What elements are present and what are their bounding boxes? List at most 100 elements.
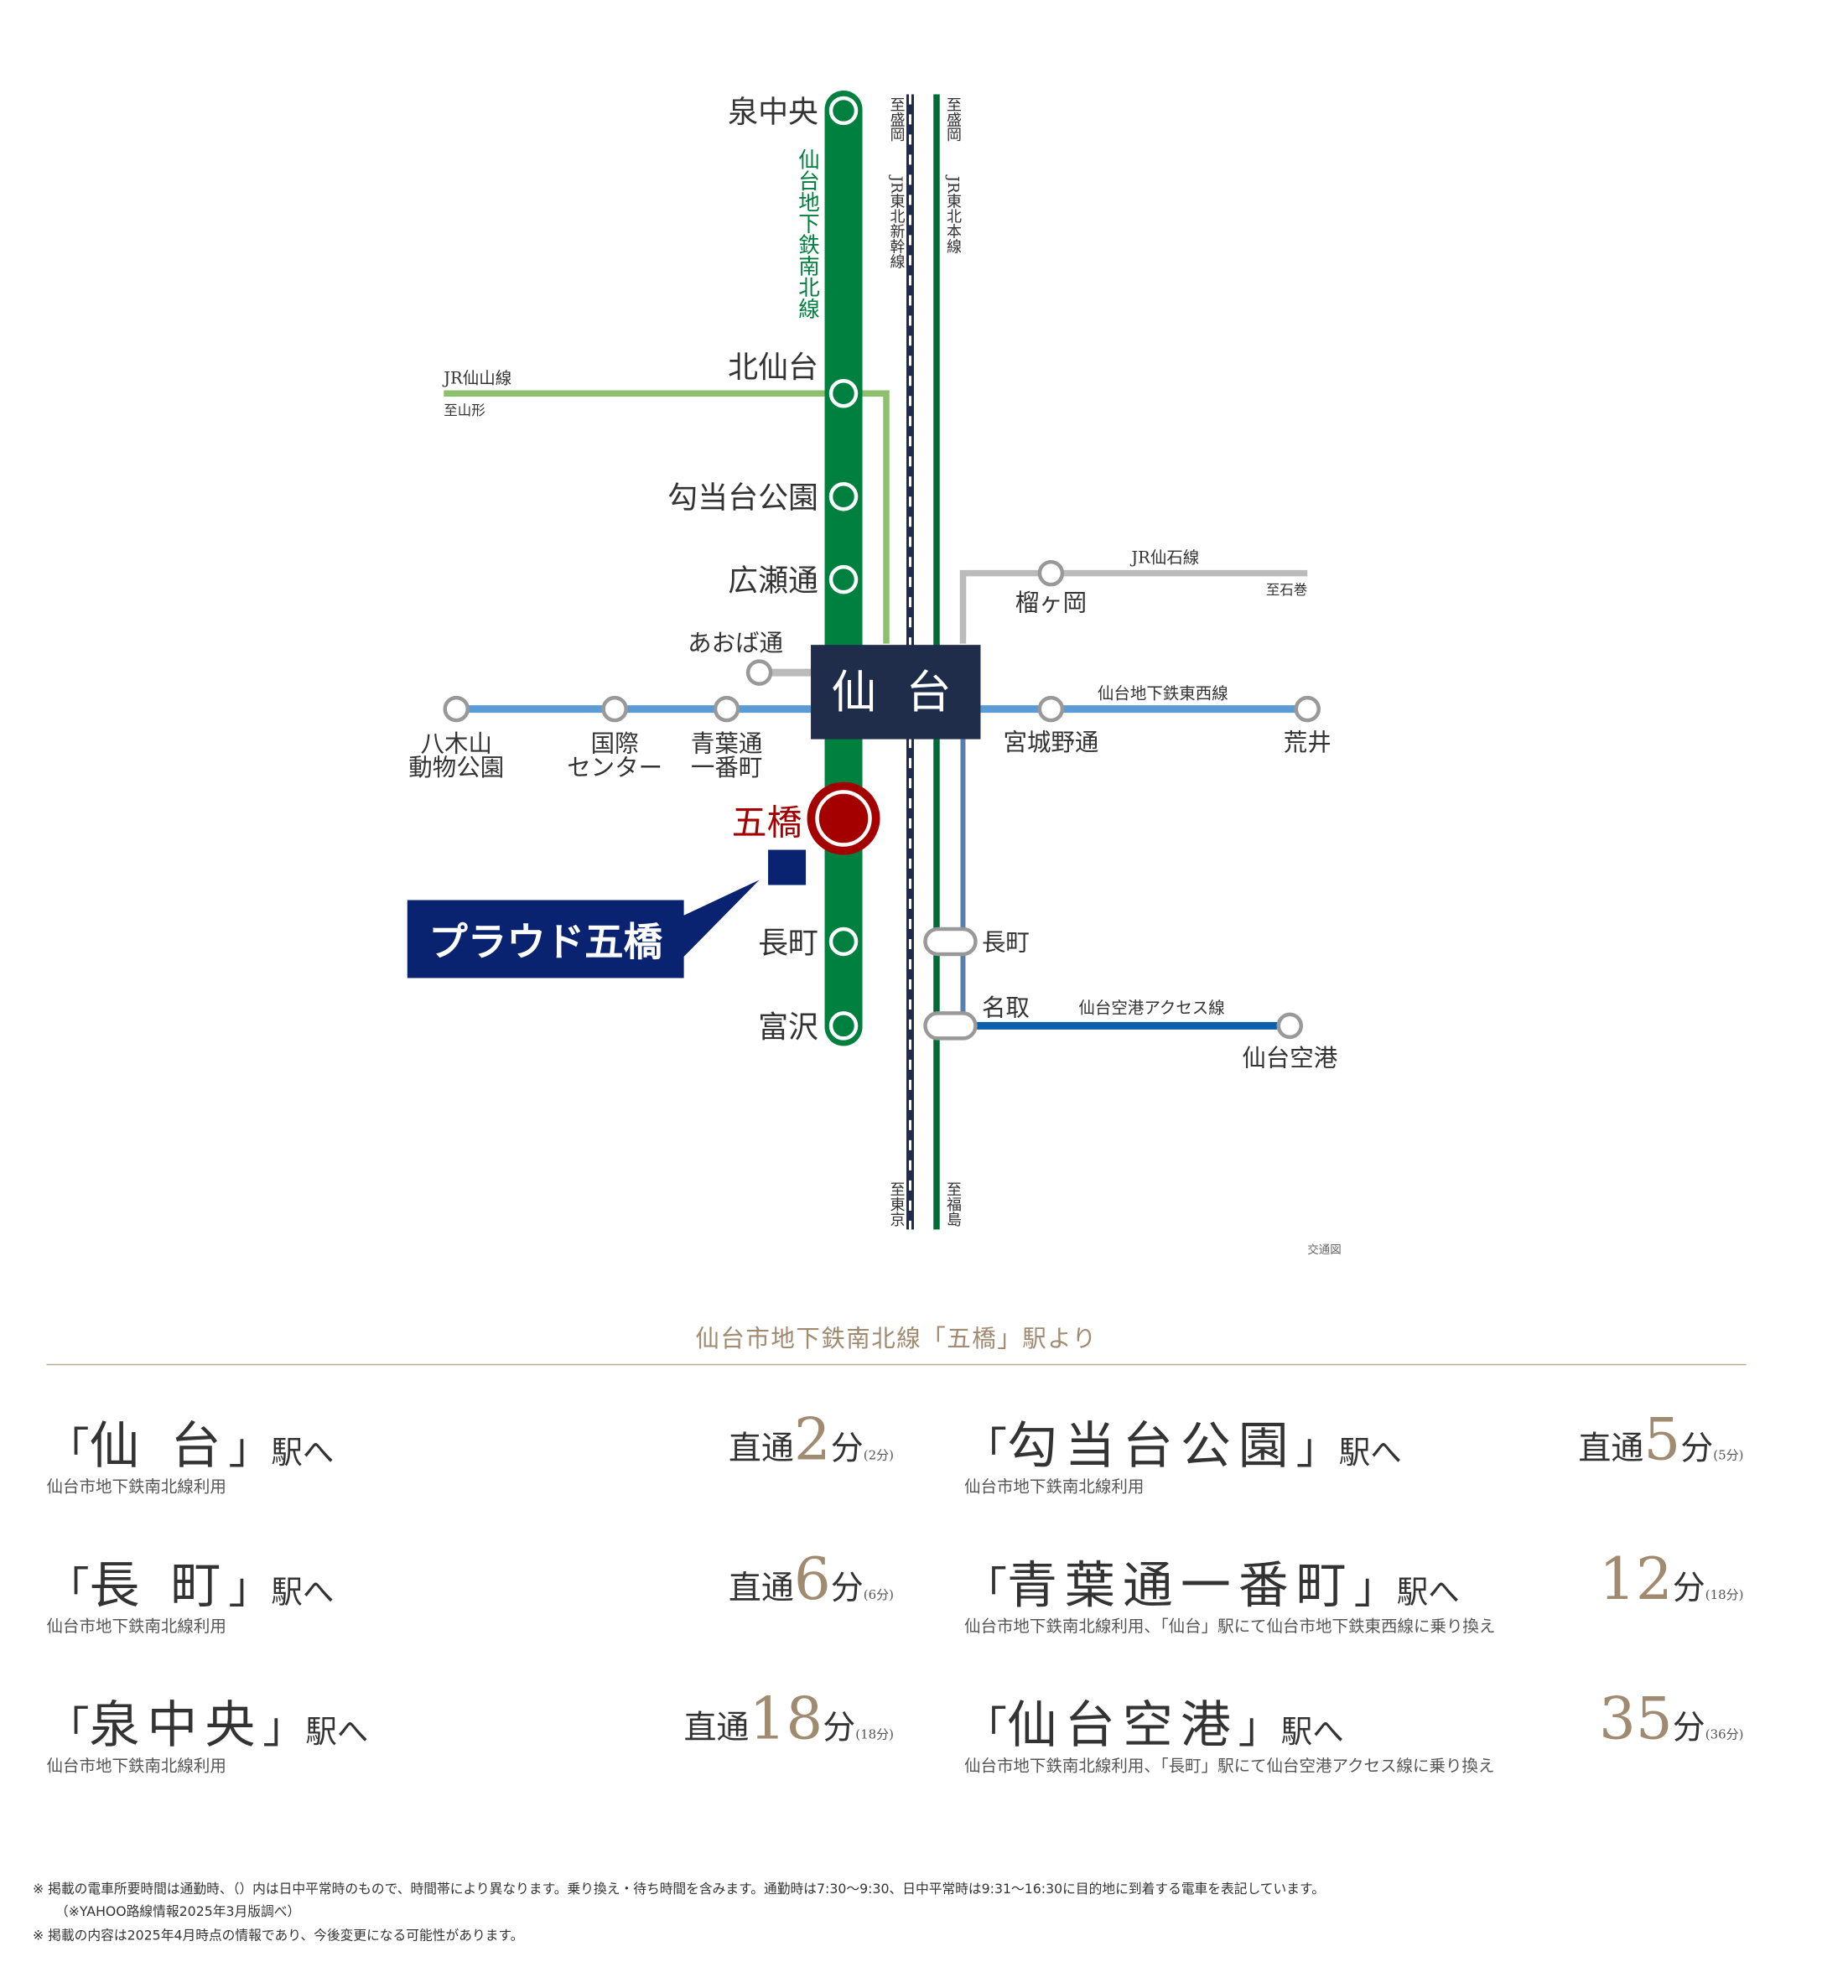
callout-pointer — [678, 880, 760, 962]
label-aobadori-1: 青葉通 — [691, 730, 762, 758]
label-hirose: 広瀬通 — [728, 564, 818, 599]
destination-suffix: 駅へ — [1280, 1713, 1344, 1751]
label-shinkansen-north: 至盛岡 — [888, 96, 906, 142]
station-izumi-chuo[interactable] — [828, 96, 859, 126]
footnote: ※ 掲載の電車所要時間は通勤時、（）内は日中平常時のもので、時間帯により異なりま… — [32, 1882, 1325, 1897]
label-airport-line: 仙台空港アクセス線 — [1078, 998, 1224, 1017]
unit: 分 — [1680, 1430, 1714, 1469]
label-jr-nagamachi: 長町 — [982, 928, 1030, 956]
destination-suffix: 駅へ — [1338, 1434, 1402, 1472]
label-natori: 名取 — [982, 994, 1030, 1021]
station-jr-nagamachi[interactable] — [923, 927, 978, 957]
bracket: 」 — [1238, 1703, 1281, 1754]
route-note: 仙台市地下鉄南北線利用 — [963, 1478, 1145, 1497]
station-itsutsubashi[interactable] — [807, 781, 880, 855]
station-tsutsujigaoka[interactable] — [1037, 559, 1065, 587]
destination-suffix: 駅へ — [271, 1434, 335, 1472]
property-callout[interactable] — [407, 900, 684, 978]
station-natori[interactable] — [923, 1011, 978, 1041]
offpeak-minutes: (2分) — [863, 1449, 895, 1464]
label-miyagino: 宮城野通 — [1003, 729, 1098, 756]
unit: 分 — [1672, 1570, 1705, 1608]
property-name: プラウド五橋 — [428, 918, 662, 964]
unit: 分 — [830, 1430, 864, 1469]
station-aobadori[interactable] — [713, 695, 740, 723]
label-airport: 仙台空港 — [1242, 1044, 1337, 1072]
label-yagiyama-2: 動物公園 — [408, 754, 504, 781]
unit: 分 — [823, 1710, 856, 1748]
label-shinkansen-line: JR東北新幹線 — [888, 174, 906, 269]
bracket: 」 — [1353, 1564, 1397, 1615]
label-senzan-line: JR仙山線 — [442, 368, 511, 387]
label-nagamachi: 長町 — [758, 926, 818, 960]
bracket: 「 — [46, 1564, 90, 1615]
bracket: 「 — [46, 1424, 90, 1475]
destination-suffix: 駅へ — [305, 1713, 369, 1751]
station-kokusai[interactable] — [601, 695, 628, 723]
offpeak-minutes: (18分) — [855, 1728, 895, 1743]
bracket: 」 — [228, 1424, 272, 1475]
map-caption: 交通図 — [1307, 1243, 1341, 1257]
label-tohoku-north: 至盛岡 — [944, 96, 962, 142]
destination-name: 勾当台公園 — [1006, 1418, 1296, 1477]
bracket: 「 — [46, 1703, 90, 1754]
station-kita-sendai[interactable] — [828, 379, 859, 408]
label-izumi-chuo: 泉中央 — [728, 95, 818, 129]
minutes: 12 — [1598, 1544, 1673, 1613]
label-kokusai-2: センター — [567, 754, 662, 781]
label-senzan-dir: 至山形 — [444, 402, 485, 418]
bracket: 」 — [1295, 1424, 1339, 1475]
destination-name: 仙 台 — [89, 1418, 229, 1477]
destination-name: 青葉通一番町 — [1006, 1557, 1354, 1616]
route-note: 仙台市地下鉄南北線利用 — [46, 1617, 226, 1638]
route-note: 仙台市地下鉄南北線利用、「仙台」駅にて仙台市地下鉄東西線に乗り換え — [963, 1617, 1496, 1638]
label-tomizawa: 富沢 — [758, 1010, 818, 1045]
direct-label: 直通 — [728, 1430, 794, 1469]
label-namboku-line: 仙台地下鉄南北線 — [795, 148, 820, 319]
route-note: 仙台市地下鉄南北線利用 — [46, 1478, 226, 1497]
station-airport[interactable] — [1276, 1012, 1304, 1040]
label-kita-sendai: 北仙台 — [728, 350, 818, 385]
station-arai[interactable] — [1294, 695, 1321, 723]
minutes: 35 — [1598, 1684, 1673, 1753]
offpeak-minutes: (18分) — [1705, 1589, 1744, 1603]
bracket: 」 — [228, 1564, 272, 1615]
footnote: ※ 掲載の内容は2025年4月時点の情報であり、今後変更になる可能性があります。 — [32, 1928, 524, 1944]
offpeak-minutes: (5分) — [1713, 1449, 1744, 1464]
senseki-line — [959, 569, 1308, 644]
label-aobadori-2: 一番町 — [691, 754, 762, 781]
property-marker — [768, 849, 807, 885]
unit: 分 — [830, 1570, 864, 1608]
destination-name: 長 町 — [89, 1557, 229, 1616]
destination-suffix: 駅へ — [271, 1574, 335, 1611]
label-kotodai: 勾当台公園 — [667, 481, 818, 516]
direct-label: 直通 — [1578, 1430, 1644, 1469]
station-kotodai[interactable] — [828, 481, 859, 511]
station-nagamachi[interactable] — [828, 927, 859, 957]
station-tomizawa[interactable] — [828, 1011, 859, 1041]
route-map: 仙 台 プラウド五橋 泉中央 北仙台 勾当台公園 広瀬通 長町 富沢 五橋 あお… — [407, 90, 1342, 1257]
minutes: 2 — [793, 1405, 831, 1474]
direct-label: 直通 — [728, 1570, 794, 1608]
minutes: 6 — [793, 1544, 831, 1613]
label-tohoku-line: JR東北本線 — [944, 174, 962, 254]
station-yagiyama[interactable] — [443, 695, 470, 723]
divider — [46, 1363, 1747, 1366]
access-title: 仙台市地下鉄南北線「五橋」駅より — [695, 1325, 1098, 1353]
destination-name: 泉中央 — [89, 1697, 263, 1756]
bracket: 「 — [963, 1564, 1007, 1615]
station-aoba[interactable] — [745, 659, 773, 686]
label-kokusai-1: 国際 — [591, 730, 639, 758]
label-yagiyama-1: 八木山 — [421, 730, 492, 758]
station-hirose[interactable] — [828, 564, 859, 594]
destination-name: 仙台空港 — [1006, 1697, 1238, 1756]
direct-label: 直通 — [683, 1710, 750, 1748]
label-tozai-line: 仙台地下鉄東西線 — [1098, 684, 1228, 703]
offpeak-minutes: (6分) — [863, 1589, 895, 1603]
minutes: 18 — [749, 1684, 823, 1753]
station-miyagino[interactable] — [1037, 695, 1065, 723]
sendai-station-box[interactable] — [811, 645, 981, 740]
label-tohoku-south: 至福島 — [944, 1181, 962, 1228]
unit: 分 — [1672, 1710, 1705, 1748]
